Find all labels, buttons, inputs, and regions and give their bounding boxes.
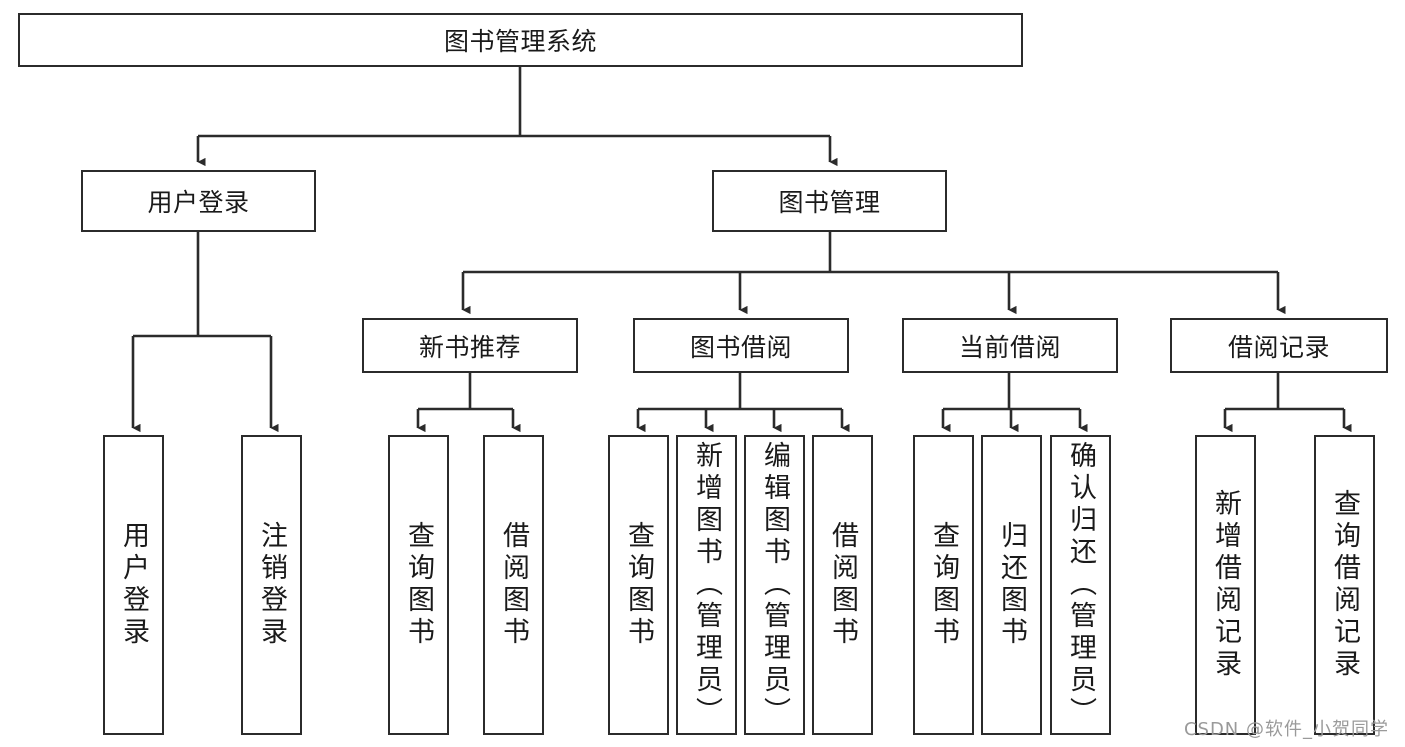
node-leaf-rec-query-book-label: 查询图书 [403, 521, 434, 649]
node-leaf-borrow-query-book-label: 查询图书 [623, 521, 654, 649]
node-root[interactable]: 图书管理系统 [18, 13, 1023, 67]
node-leaf-user-login-label: 用户登录 [118, 521, 149, 649]
node-borrow-record[interactable]: 借阅记录 [1170, 318, 1388, 373]
node-leaf-borrow-edit-book[interactable]: 编辑图书（管理员） [744, 435, 805, 735]
node-leaf-cur-query-book-label: 查询图书 [928, 521, 959, 649]
node-leaf-rec-query-record-label: 查询借阅记录 [1329, 489, 1360, 681]
node-user-login[interactable]: 用户登录 [81, 170, 316, 232]
node-leaf-cur-query-book[interactable]: 查询图书 [913, 435, 974, 735]
node-book-manage-label: 图书管理 [778, 188, 881, 217]
node-current-borrow[interactable]: 当前借阅 [902, 318, 1118, 373]
node-book-borrow[interactable]: 图书借阅 [633, 318, 849, 373]
node-new-book-rec[interactable]: 新书推荐 [362, 318, 578, 373]
node-leaf-rec-query-record[interactable]: 查询借阅记录 [1314, 435, 1375, 735]
node-new-book-rec-label: 新书推荐 [418, 332, 521, 362]
node-leaf-user-logout-label: 注销登录 [256, 521, 287, 649]
node-leaf-user-logout[interactable]: 注销登录 [241, 435, 302, 735]
node-leaf-rec-add-record[interactable]: 新增借阅记录 [1195, 435, 1256, 735]
node-leaf-borrow-query-book[interactable]: 查询图书 [608, 435, 669, 735]
node-book-manage[interactable]: 图书管理 [712, 170, 947, 232]
node-leaf-rec-borrow-book-label: 借阅图书 [498, 521, 529, 649]
node-book-borrow-label: 图书借阅 [689, 332, 792, 362]
node-root-label: 图书管理系统 [443, 27, 597, 56]
node-leaf-user-login[interactable]: 用户登录 [103, 435, 164, 735]
node-borrow-record-label: 借阅记录 [1227, 332, 1330, 362]
node-leaf-rec-add-record-label: 新增借阅记录 [1210, 489, 1241, 681]
node-leaf-cur-return-book-label: 归还图书 [996, 521, 1027, 649]
node-leaf-borrow-borrow-book[interactable]: 借阅图书 [812, 435, 873, 735]
node-leaf-cur-return-book[interactable]: 归还图书 [981, 435, 1042, 735]
node-leaf-cur-confirm-return[interactable]: 确认归还（管理员） [1050, 435, 1111, 735]
node-leaf-rec-borrow-book[interactable]: 借阅图书 [483, 435, 544, 735]
node-leaf-borrow-add-book[interactable]: 新增图书（管理员） [676, 435, 737, 735]
node-leaf-borrow-edit-book-label: 编辑图书（管理员） [759, 441, 790, 729]
node-leaf-cur-confirm-return-label: 确认归还（管理员） [1065, 441, 1096, 729]
node-leaf-borrow-borrow-book-label: 借阅图书 [827, 521, 858, 649]
node-user-login-label: 用户登录 [147, 188, 250, 217]
node-leaf-borrow-add-book-label: 新增图书（管理员） [691, 441, 722, 729]
node-leaf-rec-query-book[interactable]: 查询图书 [388, 435, 449, 735]
node-current-borrow-label: 当前借阅 [958, 332, 1061, 362]
